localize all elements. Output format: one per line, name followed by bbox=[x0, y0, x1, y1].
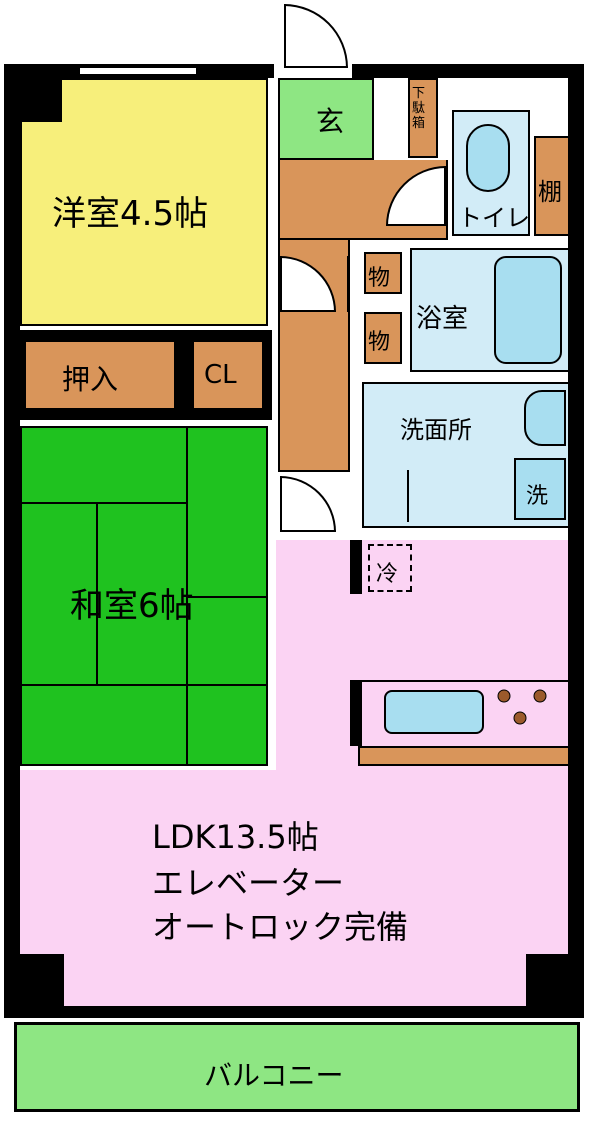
tatami-line bbox=[20, 684, 268, 686]
closet-cl bbox=[192, 340, 264, 410]
pillar bbox=[20, 78, 62, 122]
outer-wall-top-right bbox=[352, 64, 584, 78]
outer-wall-right bbox=[568, 64, 584, 1009]
tatami-line bbox=[186, 596, 268, 598]
entrance-door bbox=[284, 4, 348, 68]
fridge-label: 冷 bbox=[376, 562, 399, 587]
wash-basin bbox=[524, 390, 566, 446]
kitchen-sink bbox=[384, 690, 484, 734]
toilet-label: トイレ bbox=[458, 204, 530, 232]
note-line-2: オートロック完備 bbox=[152, 908, 409, 946]
fridge bbox=[368, 544, 412, 592]
tatami-line bbox=[20, 502, 186, 504]
note-line-1: エレベーター bbox=[152, 864, 345, 902]
japanese-room-label: 和室6帖 bbox=[70, 586, 194, 626]
closet-oshiire bbox=[24, 340, 176, 410]
shelf bbox=[534, 136, 570, 236]
toilet-bowl bbox=[466, 124, 510, 192]
entrance-label: 玄 bbox=[316, 105, 345, 138]
ldk-label: LDK13.5帖 bbox=[152, 818, 319, 856]
shoe-box bbox=[408, 78, 438, 158]
outer-wall-bottom bbox=[4, 1004, 584, 1018]
outer-wall-left bbox=[4, 64, 20, 1009]
storage-2-label: 物 bbox=[368, 330, 391, 355]
washroom-label: 洗面所 bbox=[400, 416, 472, 444]
room-door-lower bbox=[280, 476, 336, 532]
western-room-label: 洋室4.5帖 bbox=[52, 194, 209, 234]
tatami-line bbox=[96, 502, 98, 684]
entrance bbox=[278, 78, 374, 160]
counter-edge bbox=[358, 746, 570, 766]
balcony bbox=[14, 1022, 580, 1112]
bathroom-label: 浴室 bbox=[416, 304, 469, 334]
washer-label: 洗 bbox=[526, 484, 549, 509]
balcony-label: バルコニー bbox=[204, 1059, 344, 1092]
ldk bbox=[20, 770, 568, 1006]
washer bbox=[514, 458, 566, 520]
bathtub bbox=[494, 256, 562, 364]
corner-pillar bbox=[20, 954, 64, 1006]
closet-oshiire-label: 押入 bbox=[62, 363, 119, 396]
corner-pillar bbox=[526, 954, 570, 1006]
shelf-label: 棚 bbox=[538, 178, 562, 206]
storage-1 bbox=[364, 252, 402, 294]
shoe-box-label: 下駄箱 bbox=[412, 86, 426, 131]
kitchen-wall bbox=[350, 680, 362, 746]
window bbox=[78, 66, 198, 76]
storage-2 bbox=[364, 312, 402, 364]
wall-stub bbox=[350, 540, 362, 594]
closet-cl-label: CL bbox=[204, 360, 237, 390]
storage-1-label: 物 bbox=[368, 266, 391, 291]
stove bbox=[494, 686, 550, 736]
